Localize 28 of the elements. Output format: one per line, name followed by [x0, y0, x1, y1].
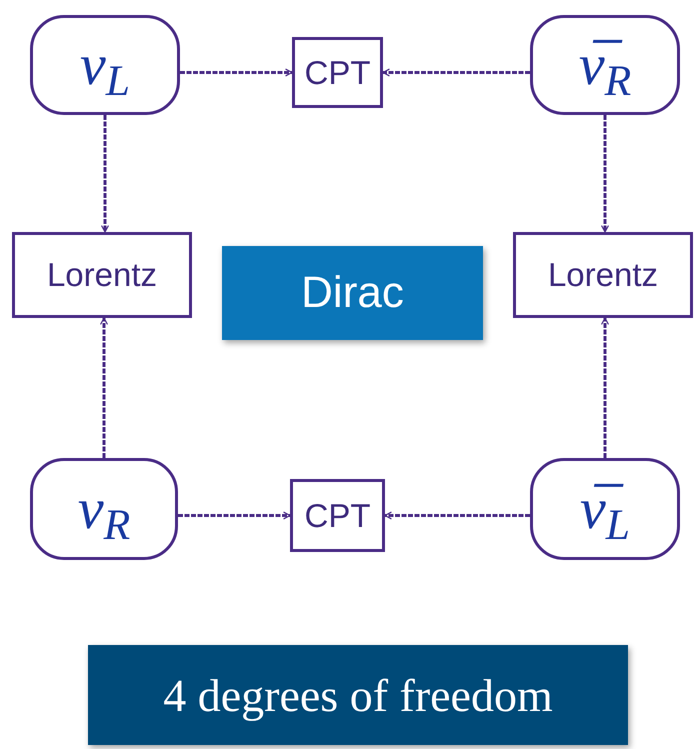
particle-symbol: ν$_{L}$	[80, 36, 130, 94]
arrow	[100, 317, 108, 458]
particle-symbol: ν̅$_{L}$	[580, 480, 630, 538]
operation-label: Lorentz	[548, 255, 658, 296]
particle-symbol: ν̅$_{R}$	[578, 36, 632, 94]
arrow	[601, 317, 609, 458]
arrow	[384, 512, 530, 520]
particle-symbol: ν$_{R}$	[78, 480, 130, 538]
operation-box	[292, 37, 383, 108]
dirac-label: Dirac	[301, 267, 404, 319]
operation-box	[290, 479, 385, 552]
arrow	[601, 115, 609, 233]
operation-box	[513, 232, 693, 318]
particle-box	[530, 15, 680, 115]
particle-box	[530, 458, 680, 560]
operation-label: CPT	[304, 496, 370, 536]
dirac-box	[222, 246, 483, 340]
arrow	[180, 68, 293, 76]
arrow	[178, 512, 291, 520]
particle-box	[30, 458, 178, 560]
summary-label: 4 degrees of freedom	[163, 668, 553, 723]
arrow	[382, 68, 530, 76]
operation-label: Lorentz	[46, 255, 158, 296]
operation-box	[12, 232, 192, 318]
particle-box	[30, 15, 180, 115]
arrow	[101, 115, 109, 233]
operation-label: CPT	[304, 52, 370, 93]
summary-box	[88, 645, 628, 745]
